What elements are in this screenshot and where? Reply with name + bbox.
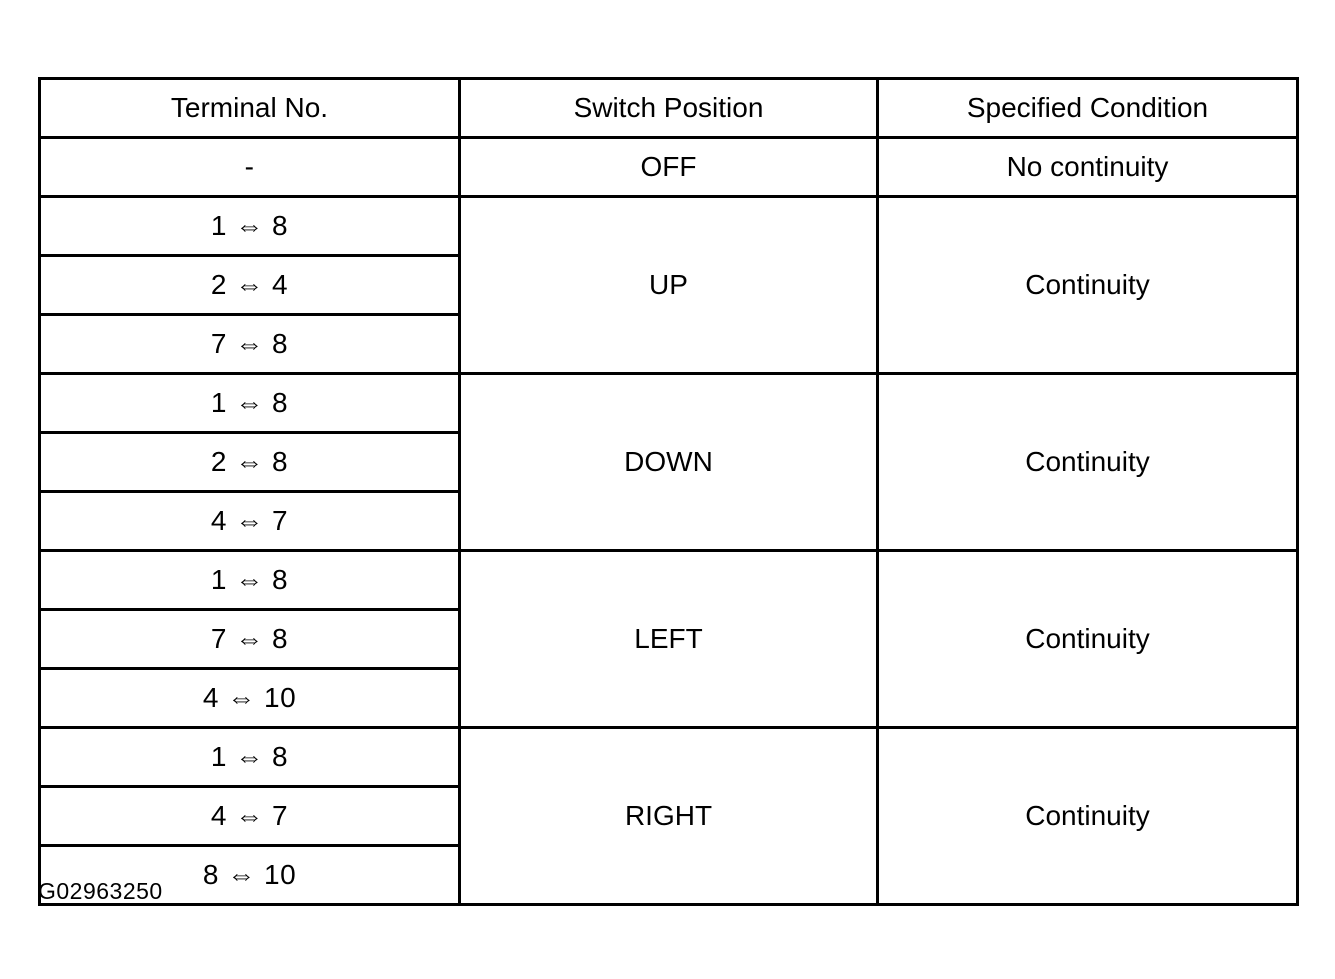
terminal-pair-cell: 2 ⇔ 8 [38,431,461,493]
terminal-pair-cell: 1 ⇔ 8 [38,372,461,434]
table-row: 2 ⇔ 8 [38,431,1298,493]
terminal-pair-cell: - [38,136,461,198]
column-header-terminal-no: Terminal No. [38,77,461,139]
table-head: Terminal No. Switch Position Specified C… [38,77,1299,139]
table-row: 4 ⇔ 7 [38,785,1298,847]
table-row: 7 ⇔ 8 [38,608,1298,670]
table-row: 2 ⇔ 4 [38,254,1298,316]
column-header-switch-position: Switch Position [458,77,879,139]
terminal-pair-cell: 4 ⇔ 7 [38,785,461,847]
switch-position-cell: DOWN [458,372,879,552]
specified-condition-cell: Continuity [876,195,1299,375]
specified-condition-cell: Continuity [876,726,1299,906]
table-row: 1 ⇔ 8 UP Continuity [38,195,1299,375]
switch-position-cell: RIGHT [458,726,879,906]
terminal-pair-cell: 8 ⇔ 10 [38,844,461,906]
table-row: 4 ⇔ 7 [38,490,1298,552]
continuity-spec-table-wrapper: Terminal No. Switch Position Specified C… [38,77,1299,906]
terminal-pair-cell: 7 ⇔ 8 [38,608,461,670]
header-row: Terminal No. Switch Position Specified C… [38,77,1299,139]
table-row: 4 ⇔ 10 [38,667,1298,729]
table-row: 1 ⇔ 8 RIGHT Continuity [38,726,1299,906]
terminal-pair-cell: 1 ⇔ 8 [38,195,461,257]
terminal-pair-cell: 2 ⇔ 4 [38,254,461,316]
specified-condition-cell: Continuity [876,549,1299,729]
terminal-pair-cell: 1 ⇔ 8 [38,549,461,611]
terminal-pair-cell: 4 ⇔ 7 [38,490,461,552]
table-row: 1 ⇔ 8 DOWN Continuity [38,372,1299,552]
table-row: 8 ⇔ 10 [38,844,1298,906]
terminal-pair-cell: 4 ⇔ 10 [38,667,461,729]
table-row: 1 ⇔ 8 LEFT Continuity [38,549,1299,729]
table-row: 7 ⇔ 8 [38,313,1298,375]
continuity-spec-table: Terminal No. Switch Position Specified C… [38,77,1299,906]
switch-position-cell: UP [458,195,879,375]
terminal-pair-cell: 1 ⇔ 8 [38,726,461,788]
figure-caption: G02963250 [38,878,163,904]
terminal-pair-cell: 7 ⇔ 8 [38,313,461,375]
specified-condition-cell: Continuity [876,372,1299,552]
switch-position-cell: LEFT [458,549,879,729]
specified-condition-cell: No continuity [876,136,1299,198]
table-row: - OFF No continuity [38,136,1299,198]
table-body: - OFF No continuity 1 ⇔ 8 UP Continuity … [38,136,1299,906]
column-header-specified-condition: Specified Condition [876,77,1299,139]
switch-position-cell: OFF [458,136,879,198]
